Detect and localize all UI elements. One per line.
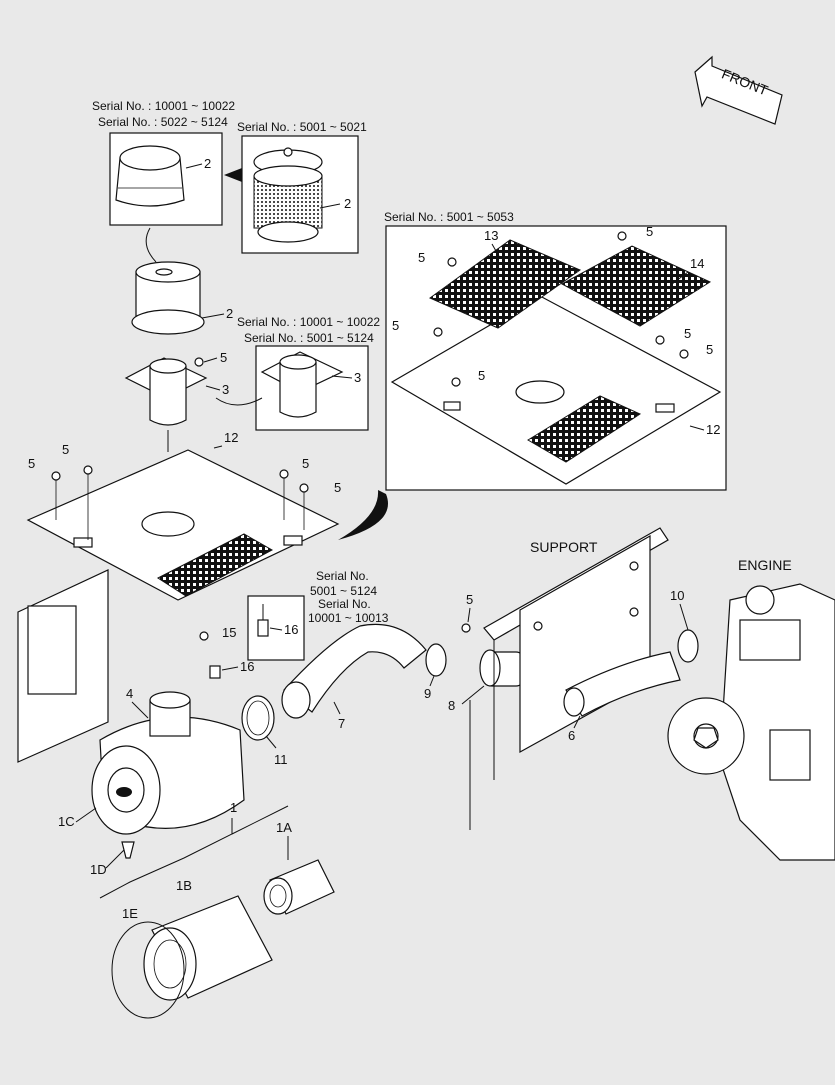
callout-10: 10 <box>670 588 684 603</box>
callout-6: 6 <box>568 728 575 743</box>
panel-13 <box>429 239 582 329</box>
sensor-box <box>247 595 305 661</box>
adapter-part-b <box>260 351 344 418</box>
bolt-icon <box>199 631 209 641</box>
callout-5i: 5 <box>62 442 69 457</box>
front-arrow-icon: FRONT <box>694 55 783 125</box>
pointer-curve-icon <box>338 490 388 540</box>
serial-top-cap-2: Serial No. : 5022 ~ 5124 <box>98 115 228 129</box>
support-label: SUPPORT <box>530 539 598 555</box>
callout-1B: 1B <box>176 878 192 893</box>
main-cap-part <box>131 261 205 335</box>
callout-14: 14 <box>690 256 704 271</box>
serial-adapter-2: Serial No. : 5001 ~ 5124 <box>244 331 374 345</box>
clamp-10-part <box>677 629 699 663</box>
callout-13: 13 <box>484 228 498 243</box>
callout-5j: 5 <box>302 456 309 471</box>
bolt-icon <box>433 231 689 387</box>
serial-top-cap-1: Serial No. : 10001 ~ 10022 <box>92 99 235 113</box>
precleaner-part <box>253 147 323 243</box>
callout-11: 11 <box>274 752 288 767</box>
sensor-part <box>257 604 269 637</box>
serial-adapter-1: Serial No. : 10001 ~ 10022 <box>237 315 380 329</box>
callout-2a: 2 <box>204 156 211 171</box>
callout-1A: 1A <box>276 820 292 835</box>
callout-1: 1 <box>230 800 237 815</box>
serial-precleaner: Serial No. : 5001 ~ 5021 <box>237 120 367 134</box>
bolt-icon <box>194 357 204 367</box>
callout-2b: 2 <box>344 196 351 211</box>
callout-5h: 5 <box>28 456 35 471</box>
callout-1D: 1D <box>90 862 107 877</box>
callout-8: 8 <box>448 698 455 713</box>
callout-16b: 16 <box>240 659 254 674</box>
hose-6-part <box>563 651 681 717</box>
callout-5f: 5 <box>706 342 713 357</box>
rain-cap-part <box>115 145 185 207</box>
mounting-plate <box>26 449 340 601</box>
callout-3b: 3 <box>354 370 361 385</box>
callout-1E: 1E <box>122 906 138 921</box>
engine-label: ENGINE <box>738 557 792 573</box>
callout-4: 4 <box>126 686 133 701</box>
serial-sensor-3: Serial No. <box>318 597 371 611</box>
callout-7: 7 <box>338 716 345 731</box>
callout-5b: 5 <box>418 250 425 265</box>
seal-ring-part <box>111 921 185 1019</box>
air-cleaner-part <box>91 691 245 859</box>
pointer-arrow-icon <box>224 168 242 182</box>
callout-2c: 2 <box>226 306 233 321</box>
callout-15: 15 <box>222 625 236 640</box>
adapter-part <box>124 357 208 426</box>
callout-16a: 16 <box>284 622 298 637</box>
callout-1C: 1C <box>58 814 75 829</box>
clamp-11-part <box>241 695 275 741</box>
hose-7-part <box>281 623 427 719</box>
callout-5e: 5 <box>684 326 691 341</box>
inner-element-part <box>263 859 335 915</box>
serial-sensor-4: 10001 ~ 10013 <box>308 611 389 625</box>
serial-sensor-2: 5001 ~ 5124 <box>310 584 377 598</box>
callout-12a: 12 <box>224 430 238 445</box>
clamp-9a-part <box>425 643 447 677</box>
callout-5l: 5 <box>466 592 473 607</box>
callout-12b: 12 <box>706 422 720 437</box>
panel-14 <box>560 245 712 327</box>
indicator-part <box>209 665 221 679</box>
callout-5k: 5 <box>334 480 341 495</box>
side-bracket <box>17 569 109 763</box>
bolt-icon <box>461 623 471 633</box>
callout-3a: 3 <box>222 382 229 397</box>
callout-5d: 5 <box>392 318 399 333</box>
connector-8-part <box>479 649 525 687</box>
engine-part <box>667 583 835 861</box>
callout-9a: 9 <box>424 686 431 701</box>
callout-5a: 5 <box>220 350 227 365</box>
serial-sensor-1: Serial No. <box>316 569 369 583</box>
callout-5c: 5 <box>646 224 653 239</box>
outer-element-part <box>143 895 273 1001</box>
serial-plate-box: Serial No. : 5001 ~ 5053 <box>384 210 514 224</box>
bolt-icon <box>51 465 309 493</box>
callout-5g: 5 <box>478 368 485 383</box>
